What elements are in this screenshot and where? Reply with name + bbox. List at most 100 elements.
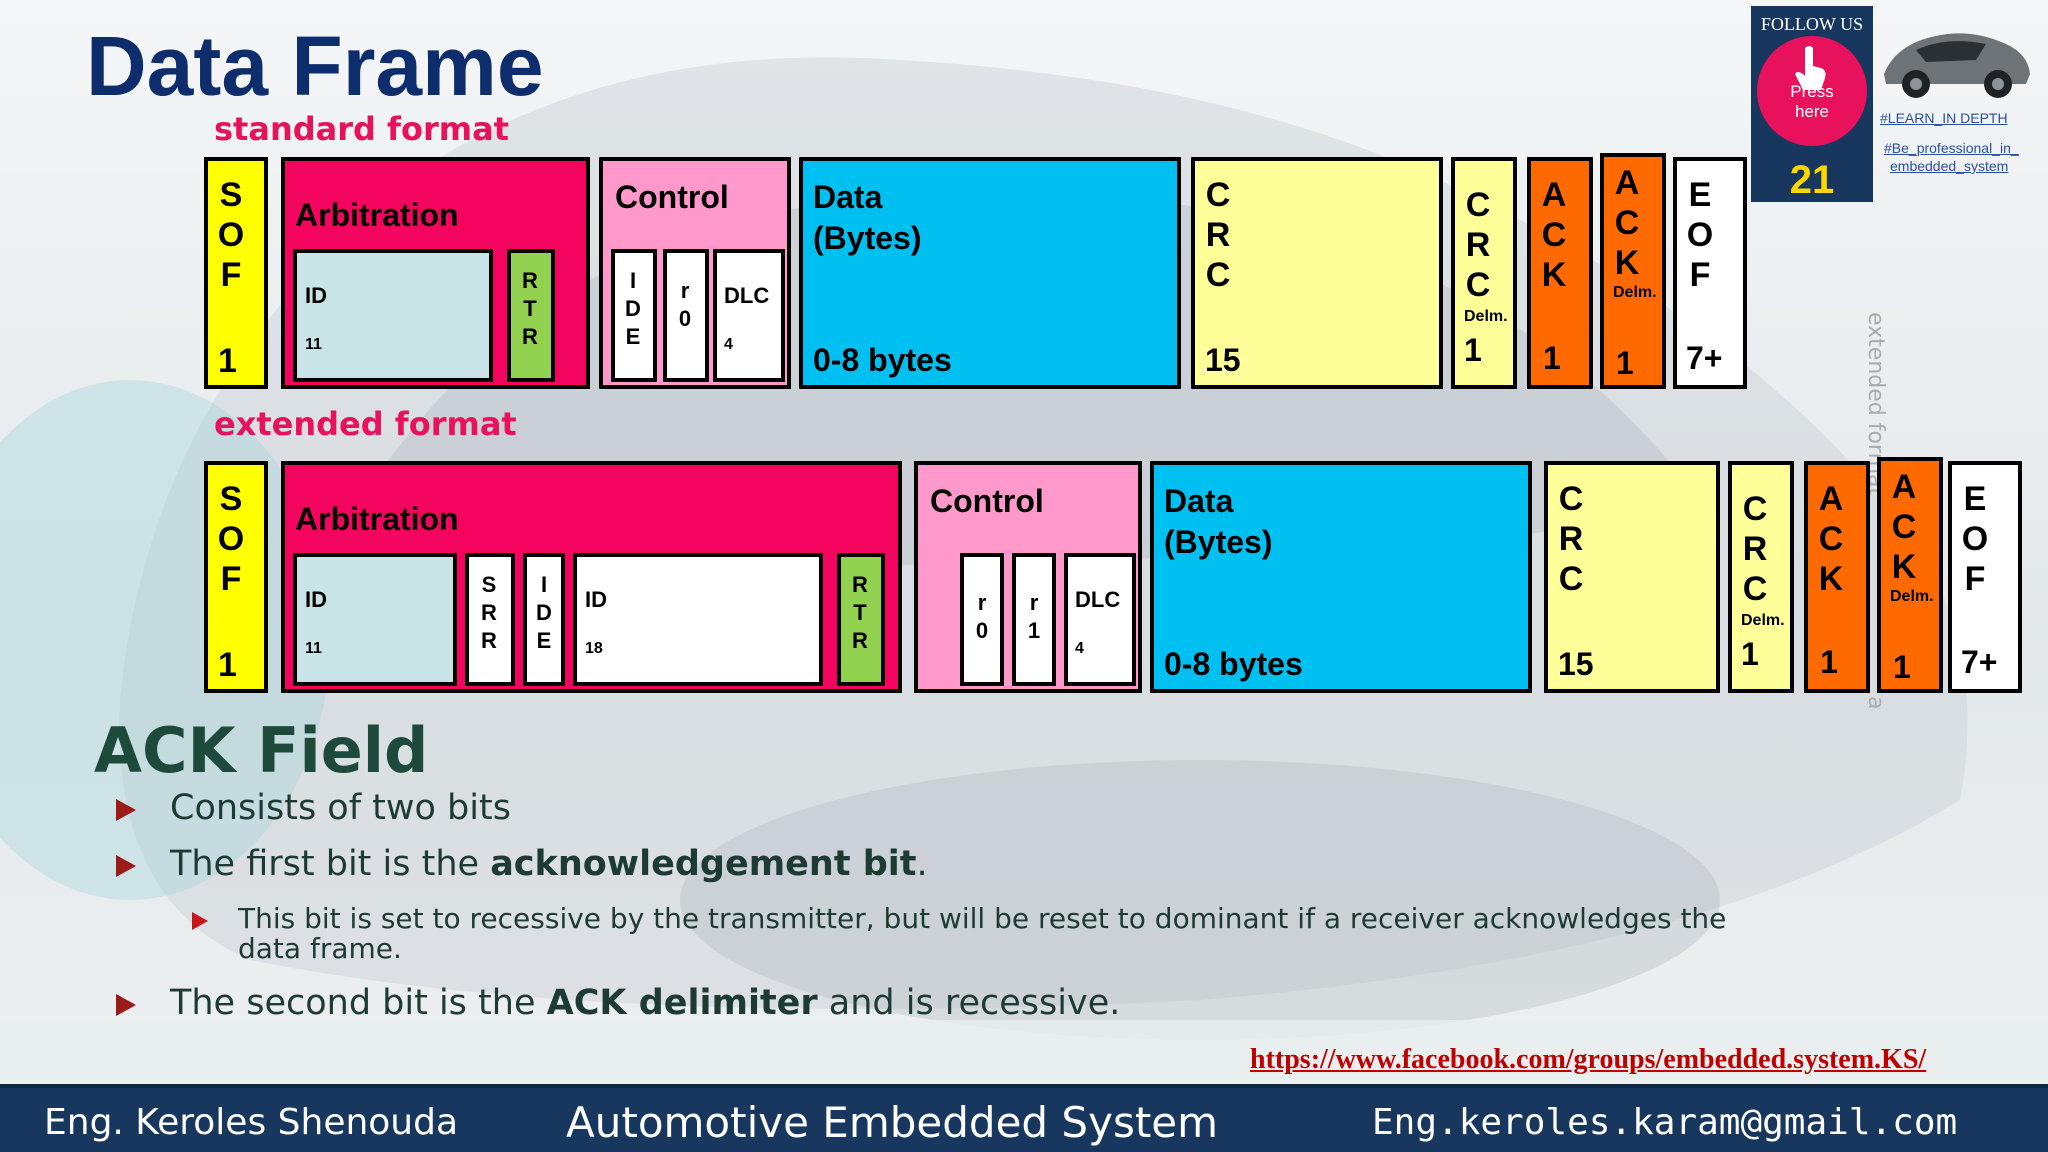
std-id-label: ID [305, 283, 327, 308]
sub-bullet-recessive-line1: This bit is set to recessive by the tran… [238, 902, 1727, 935]
extended-format-label: extended format [214, 405, 517, 443]
std-ide-label: IDE [625, 268, 641, 349]
std-rtr-field: RTR [507, 249, 555, 382]
side-rotated-text-tail: a [1863, 696, 1888, 710]
page-number: 21 [1789, 158, 1835, 202]
ext-ack-slot-length: 1 [1820, 644, 1838, 680]
std-data-field: Data (Bytes) 0-8 bytes [799, 157, 1181, 389]
ext-crc-length: 15 [1558, 646, 1594, 682]
std-crc-delimiter-length: 1 [1464, 332, 1482, 368]
std-eof-label: EOF [1686, 176, 1714, 294]
std-ack-delimiter-length: 1 [1616, 345, 1634, 381]
ext-dlc-label: DLC [1075, 587, 1121, 612]
std-ack-delimiter-delm: Delm. [1613, 284, 1657, 301]
std-sof-label: SOF [217, 176, 245, 294]
std-eof-field: EOF 7+ [1673, 157, 1747, 389]
bullet-second-bit-text: The second bit is the [170, 983, 547, 1023]
ext-id-field: ID 11 [293, 553, 457, 686]
std-data-unit: (Bytes) [813, 220, 922, 256]
ext-crc-delimiter-label: CRC [1742, 490, 1768, 608]
ext-ack-delimiter-delm: Delm. [1890, 588, 1934, 605]
std-sof-length: 1 [218, 342, 237, 380]
std-ack-delimiter-label: ACK [1614, 164, 1640, 282]
sports-car-thumbnail [1884, 33, 2030, 98]
ext-arbitration-field: Arbitration ID 11 SRR IDE ID 18 RTR [281, 461, 902, 693]
hashtag-embedded-system[interactable]: embedded_system [1890, 158, 2009, 174]
ext-crc-field: CRC 15 [1544, 461, 1720, 693]
ack-delimiter-term: ACK delimiter [546, 983, 818, 1023]
ext-rtr-field: RTR [837, 553, 885, 686]
sub-bullet-arrow-icon [192, 912, 208, 930]
std-rtr-label: RTR [522, 268, 538, 349]
std-data-length: 0-8 bytes [813, 342, 952, 378]
ext-srr-label: SRR [481, 572, 497, 653]
bullet-first-bit-text: The first bit is the [170, 844, 491, 884]
ext-eof-label: EOF [1961, 480, 1989, 598]
std-dlc-length: 4 [724, 336, 733, 353]
ext-eof-length: 7+ [1961, 644, 1998, 680]
bullet-two-bits: Consists of two bits [170, 788, 511, 828]
std-control-field: Control IDE r0 DLC 4 [599, 157, 791, 389]
footer-email[interactable]: Eng.keroles.karam@gmail.com [1372, 1102, 1958, 1143]
ext-ide-field: IDE [523, 553, 565, 686]
std-crc-delimiter-delm: Delm. [1464, 308, 1508, 325]
footer-author: Eng. Keroles Shenouda [44, 1102, 459, 1143]
ext-sof-field: SOF 1 [204, 461, 268, 693]
std-crc-length: 15 [1205, 342, 1241, 378]
ext-dlc-field: DLC 4 [1064, 553, 1136, 686]
std-id-field: ID 11 [293, 249, 493, 382]
hand-pointer-icon [1795, 46, 1826, 90]
ext-crc-label: CRC [1558, 480, 1584, 598]
ext-arbitration-label: Arbitration [295, 501, 459, 537]
std-data-label: Data [813, 179, 883, 215]
ext-id-label: ID [305, 587, 327, 612]
std-crc-delimiter-label: CRC [1465, 186, 1491, 304]
bullet-second-bit-tail: and is recessive. [817, 983, 1121, 1023]
ext-crc-delimiter-length: 1 [1741, 636, 1759, 672]
std-control-label: Control [615, 179, 729, 215]
bullet-arrow-icon [116, 855, 136, 877]
std-crc-field: CRC 15 [1191, 157, 1443, 389]
acknowledgement-bit-term: acknowledgement bit [490, 844, 917, 884]
facebook-group-link[interactable]: https://www.facebook.com/groups/embedded… [1250, 1044, 1927, 1075]
ext-r1-label: r1 [1027, 590, 1041, 643]
std-dlc-label: DLC [724, 283, 770, 308]
std-dlc-field: DLC 4 [713, 249, 785, 382]
follow-us-label: FOLLOW US [1760, 14, 1864, 34]
ext-eof-field: EOF 7+ [1948, 461, 2022, 693]
ext-ack-delimiter-length: 1 [1893, 649, 1911, 685]
ext-data-length: 0-8 bytes [1164, 646, 1303, 682]
follow-us-badge[interactable]: FOLLOW US Press here 21 [1751, 6, 1873, 202]
std-arbitration-field: Arbitration ID 11 RTR [281, 157, 590, 389]
press-here-button[interactable]: Press here [1757, 36, 1867, 146]
hashtag-learn-in-depth[interactable]: #LEARN_IN DEPTH [1880, 110, 2008, 126]
bullet-second-bit: The second bit is the ACK delimiter and … [170, 983, 1120, 1023]
sub-bullet-recessive-line2: data frame. [238, 932, 402, 965]
ext-ack-slot-label: ACK [1818, 480, 1844, 598]
std-ack-slot-field: ACK 1 [1527, 157, 1593, 389]
bullet-arrow-icon [116, 799, 136, 821]
ext-data-field: Data (Bytes) 0-8 bytes [1150, 461, 1532, 693]
ext-data-label: Data [1164, 483, 1234, 519]
page-title: Data Frame [86, 19, 544, 113]
ack-field-heading: ACK Field [94, 714, 429, 787]
ext-srr-field: SRR [465, 553, 515, 686]
std-ide-field: IDE [611, 249, 657, 382]
ext-rtr-label: RTR [852, 572, 868, 653]
std-ack-delimiter-field: ACK Delm. 1 [1600, 153, 1666, 389]
ext-control-field: Control r0 r1 DLC 4 [914, 461, 1142, 693]
std-r0-label: r0 [678, 278, 692, 331]
std-ack-slot-label: ACK [1541, 176, 1567, 294]
std-crc-delimiter-field: CRC Delm. 1 [1451, 157, 1517, 389]
std-ack-slot-length: 1 [1543, 340, 1561, 376]
std-arbitration-label: Arbitration [295, 197, 459, 233]
hashtag-be-professional[interactable]: #Be_professional_in_ [1884, 140, 2019, 156]
ext-control-label: Control [930, 483, 1044, 519]
std-id-length: 11 [305, 336, 322, 353]
bullet-arrow-icon [116, 994, 136, 1016]
ext-ack-slot-field: ACK 1 [1804, 461, 1870, 693]
ext-sof-length: 1 [218, 646, 237, 684]
ext-ack-delimiter-label: ACK [1891, 468, 1917, 586]
ext-sof-label: SOF [217, 480, 245, 598]
ext-id2-length: 18 [585, 640, 603, 657]
